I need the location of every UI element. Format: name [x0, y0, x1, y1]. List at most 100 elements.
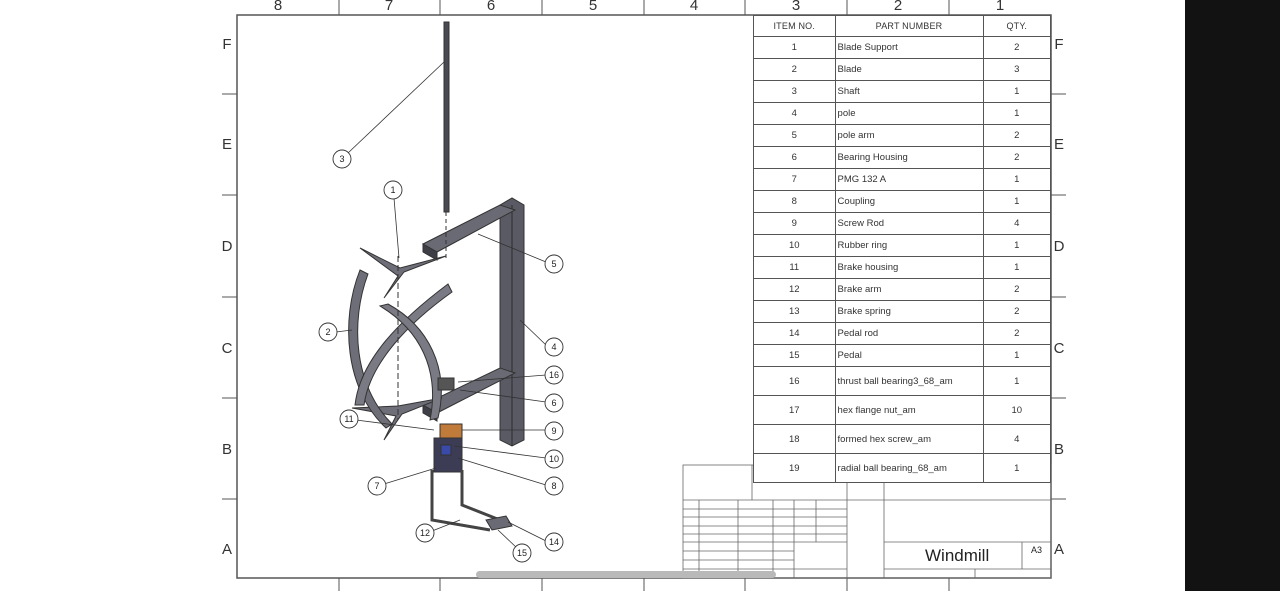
- row-label-c-right: C: [1054, 340, 1065, 357]
- balloon-14: 14: [549, 537, 559, 547]
- row-ticks: [222, 93, 1066, 500]
- col-label-6: 6: [487, 0, 495, 14]
- balloon-3: 3: [339, 154, 344, 164]
- bom-part-number: Blade: [834, 58, 984, 81]
- bom-item-no: 15: [753, 344, 836, 367]
- bom-qty: 1: [982, 168, 1052, 191]
- bom-qty: 1: [982, 366, 1052, 396]
- bom-item-no: 19: [753, 453, 836, 483]
- row-label-c-left: C: [222, 340, 233, 357]
- col-label-7: 7: [385, 0, 393, 14]
- brake-arm: [430, 470, 491, 532]
- bom-qty: 2: [982, 300, 1052, 323]
- col-label-3: 3: [792, 0, 800, 14]
- bom-part-number: pole arm: [834, 124, 984, 147]
- bom-header-part-number: PART NUMBER: [834, 15, 984, 37]
- bom-part-number: Pedal rod: [834, 322, 984, 345]
- bom-item-no: 9: [753, 212, 836, 235]
- bom-part-number: radial ball bearing_68_am: [834, 453, 984, 483]
- bom-qty: 1: [982, 256, 1052, 279]
- bom-part-number: Brake housing: [834, 256, 984, 279]
- balloon-5: 5: [551, 259, 556, 269]
- col-label-4: 4: [690, 0, 698, 14]
- row-label-e-right: E: [1054, 136, 1064, 153]
- bom-item-no: 5: [753, 124, 836, 147]
- bom-qty: 4: [982, 212, 1052, 235]
- bom-qty: 3: [982, 58, 1052, 81]
- bom-item-no: 18: [753, 424, 836, 454]
- bom-qty: 10: [982, 395, 1052, 425]
- bom-qty: 1: [982, 80, 1052, 103]
- bom-header-qty: QTY.: [982, 15, 1052, 37]
- row-label-b-left: B: [222, 441, 232, 458]
- drawing-title: Windmill: [925, 546, 990, 565]
- bom-part-number: Coupling: [834, 190, 984, 213]
- bom-item-no: 4: [753, 102, 836, 125]
- bom-item-no: 1: [753, 36, 836, 59]
- col-label-8: 8: [274, 0, 282, 14]
- bom-qty: 1: [982, 234, 1052, 257]
- bom-item-no: 17: [753, 395, 836, 425]
- bom-part-number: thrust ball bearing3_68_am: [834, 366, 984, 396]
- bom-qty: 2: [982, 278, 1052, 301]
- bom-item-no: 7: [753, 168, 836, 191]
- balloon-9: 9: [551, 426, 556, 436]
- bom-part-number: Shaft: [834, 80, 984, 103]
- bom-qty: 2: [982, 36, 1052, 59]
- bom-item-no: 6: [753, 146, 836, 169]
- coupling: [439, 423, 463, 439]
- bom-item-no: 12: [753, 278, 836, 301]
- balloons: [318, 149, 564, 563]
- bom-header-row: ITEM NO. PART NUMBER QTY.: [753, 15, 1052, 37]
- balloon-16: 16: [549, 370, 559, 380]
- row-label-f-right: F: [1054, 36, 1063, 53]
- bom-qty: 1: [982, 453, 1052, 483]
- bom-item-no: 13: [753, 300, 836, 323]
- horizontal-scrollbar[interactable]: [476, 571, 776, 578]
- col-label-5: 5: [589, 0, 597, 14]
- row-label-e-left: E: [222, 136, 232, 153]
- row-label-a-left: A: [222, 541, 232, 558]
- balloon-12: 12: [420, 528, 430, 538]
- bom-qty: 4: [982, 424, 1052, 454]
- bom-qty: 2: [982, 124, 1052, 147]
- bom-header-item-no: ITEM NO.: [753, 15, 836, 37]
- bearing-housing: [437, 377, 455, 391]
- balloon-11: 11: [344, 414, 353, 424]
- bom-item-no: 2: [753, 58, 836, 81]
- bom-item-no: 3: [753, 80, 836, 103]
- balloon-10: 10: [549, 454, 559, 464]
- shaft: [443, 21, 450, 213]
- bom-part-number: Brake arm: [834, 278, 984, 301]
- sheet-size: A3: [1031, 545, 1043, 555]
- bom-qty: 2: [982, 322, 1052, 345]
- bom-part-number: formed hex screw_am: [834, 424, 984, 454]
- row-label-a-right: A: [1054, 541, 1064, 558]
- bom-item-no: 11: [753, 256, 836, 279]
- dark-sidebar: [1185, 0, 1280, 591]
- bom-item-no: 14: [753, 322, 836, 345]
- col-label-1: 1: [996, 0, 1004, 14]
- bom-part-number: Pedal: [834, 344, 984, 367]
- column-ticks: [338, 0, 950, 591]
- bom-item-no: 10: [753, 234, 836, 257]
- balloon-8: 8: [551, 481, 556, 491]
